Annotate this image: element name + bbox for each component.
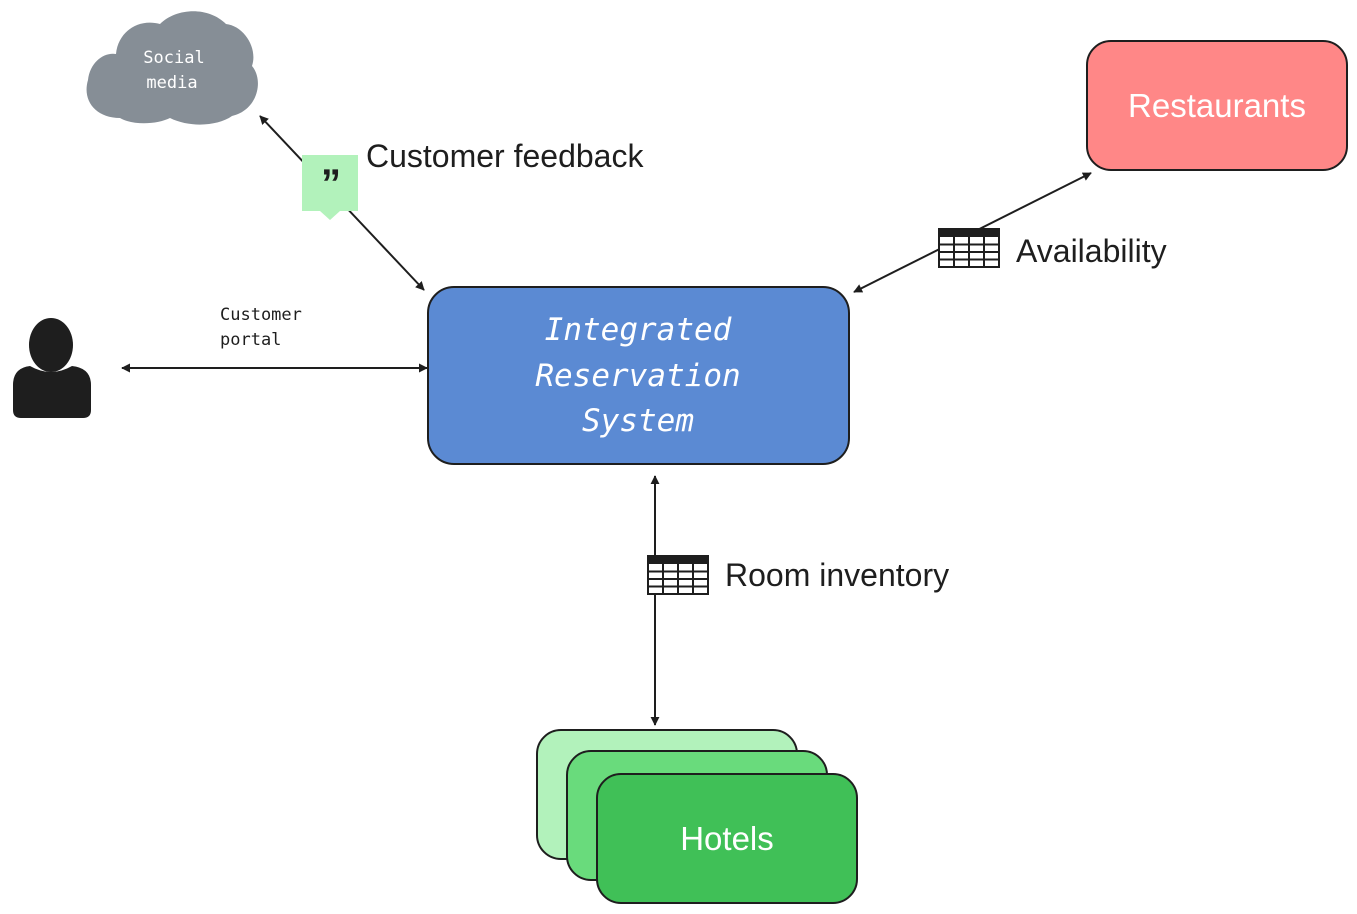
customer-feedback-label: Customer feedback xyxy=(366,138,644,174)
system-label-line3: System xyxy=(582,403,694,439)
restaurants-node: Restaurants xyxy=(1086,40,1348,171)
customer-portal-label-line2: portal xyxy=(220,330,281,350)
social-media-node: Social media xyxy=(86,11,258,125)
social-media-label-line1: Social xyxy=(143,48,204,68)
hotels-node: Hotels xyxy=(536,729,858,904)
system-node: Integrated Reservation System xyxy=(427,286,850,465)
social-media-label-line2: media xyxy=(146,73,197,93)
system-label-line1: Integrated xyxy=(545,312,732,348)
system-label-line2: Reservation xyxy=(535,358,740,394)
hotels-label: Hotels xyxy=(680,820,774,857)
quote-bubble-icon: ” xyxy=(302,155,358,220)
hotels-card-front xyxy=(596,773,858,904)
person-icon xyxy=(13,318,91,418)
availability-label: Availability xyxy=(1016,233,1167,269)
cloud-shape xyxy=(86,11,258,125)
restaurants-label: Restaurants xyxy=(1128,87,1306,124)
availability-table-icon xyxy=(938,228,1000,268)
svg-text:”: ” xyxy=(321,162,341,206)
customer-portal-label-line1: Customer xyxy=(220,305,302,325)
inventory-table-icon xyxy=(647,555,709,595)
restaurants-box xyxy=(1086,40,1348,171)
room-inventory-label: Room inventory xyxy=(725,557,949,593)
system-box xyxy=(427,286,850,465)
